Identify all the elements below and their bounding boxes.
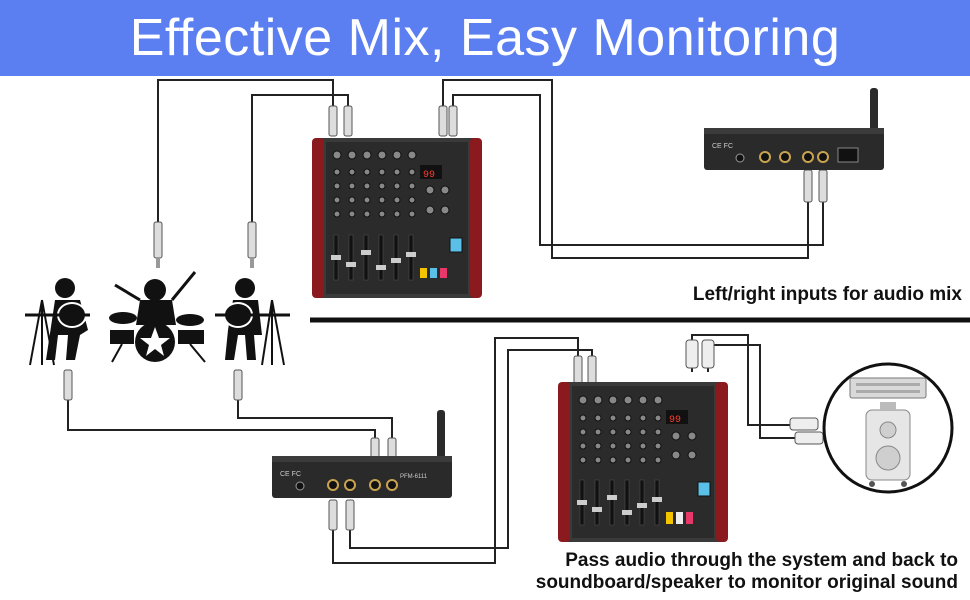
bottom-mixer: 99 [558,382,728,542]
cert-marks: CE FC [280,471,301,478]
caption-left-right-inputs: Left/right inputs for audio mix [692,284,962,305]
amplifier-icon [849,377,927,399]
monitor-equipment [822,362,954,494]
band-icons [25,271,290,366]
mixer-display: 99 [423,170,435,181]
speaker-icon [865,402,911,487]
caption-pass-through-line1: Pass audio through the system and back t… [565,550,958,571]
top-receiver: CE FC [704,88,884,170]
drummer-icon [109,271,206,363]
header-banner: Effective Mix, Easy Monitoring [0,0,970,76]
top-jacks [153,105,828,268]
bottom-jacks [63,339,824,531]
top-mixer: 99 [312,138,482,298]
receiver-model: PFM-6111 [400,474,428,480]
bottom-receiver: CE FC PFM-6111 [272,410,452,498]
caption-pass-through-line2: soundboard/speaker to monitor original s… [535,572,958,593]
mixer-side-panel-left [312,138,324,298]
page-title: Effective Mix, Easy Monitoring [129,9,841,67]
guitarist-icon [25,278,90,366]
mixer-side-panel-right [470,138,482,298]
top-cables [157,79,824,259]
caption-pass-through: Pass audio through the system and back t… [536,550,958,594]
cert-marks: CE FC [712,143,733,150]
guitarist-icon [215,278,290,366]
mixer-display: 99 [669,415,681,426]
